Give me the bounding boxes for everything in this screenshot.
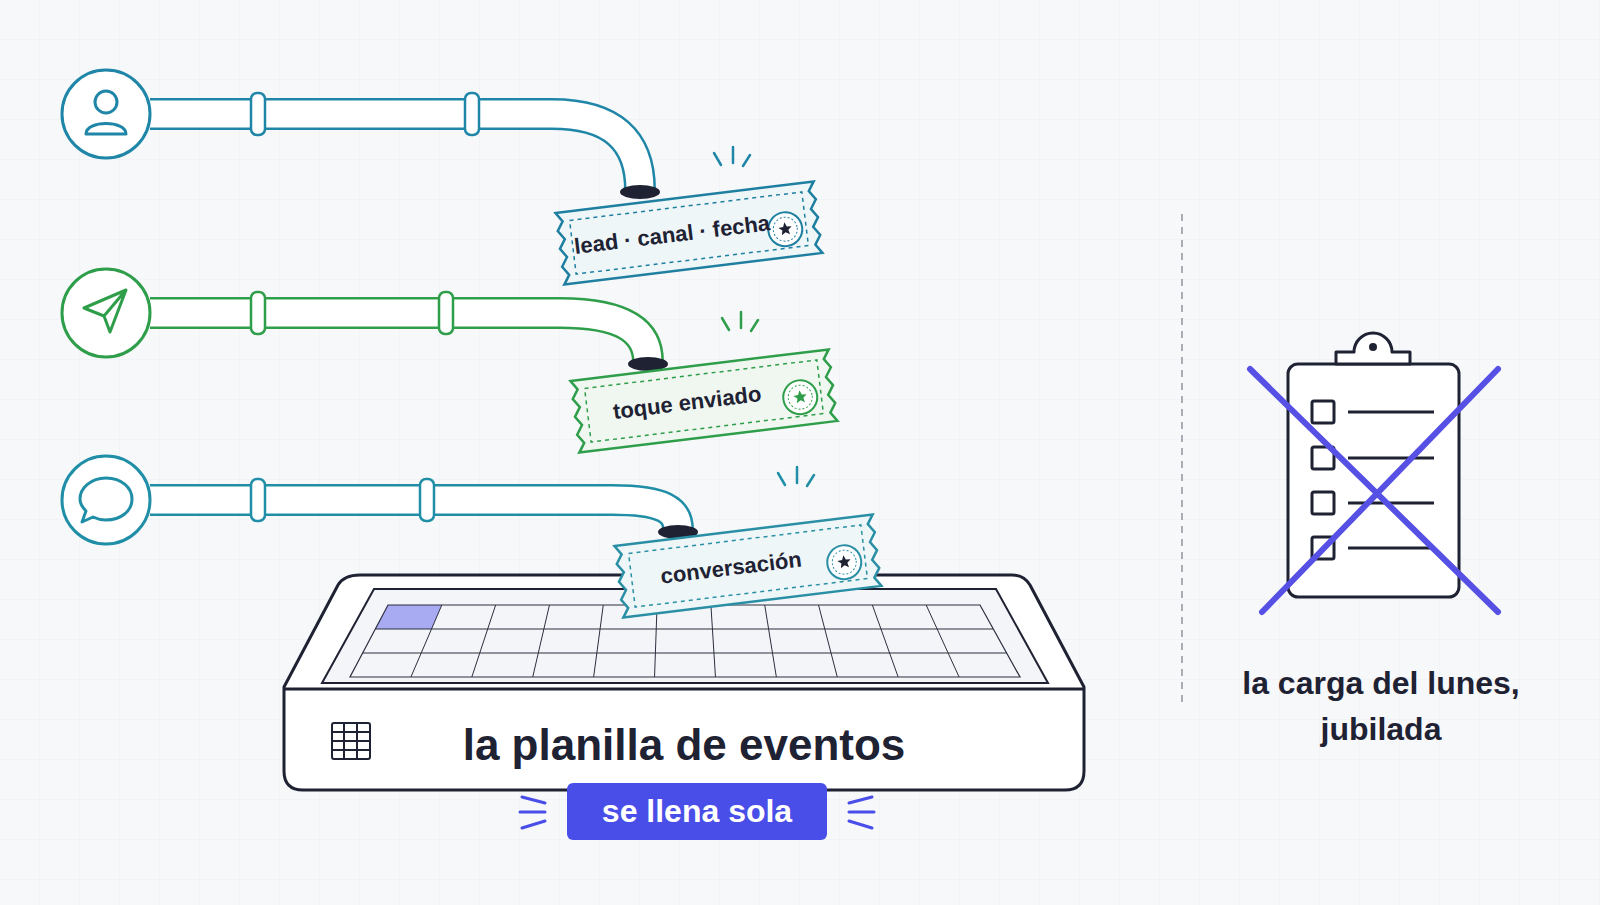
grid-line [350, 605, 1020, 677]
badge-rays [849, 821, 872, 828]
pipe [150, 500, 678, 530]
pipe [150, 479, 698, 539]
dashed-divider [1181, 214, 1183, 704]
pipe [251, 292, 265, 334]
table-icon [332, 731, 370, 733]
tray-title: la planilla de eventos [284, 715, 1084, 775]
table-icon [332, 740, 370, 742]
badge-rays [522, 797, 545, 803]
sparkle-marks [778, 473, 785, 485]
status-badge: se llena sola [567, 783, 827, 840]
pipe [150, 313, 648, 362]
sparkle-marks [732, 147, 735, 163]
sparkle-marks [778, 467, 814, 486]
grid-line [819, 605, 838, 677]
badge-fill [567, 783, 827, 840]
grid-line [375, 629, 993, 630]
chat-icon [62, 456, 150, 544]
pipe [150, 93, 660, 199]
badge-label: se llena sola [567, 783, 827, 840]
pipe [150, 114, 640, 190]
person-icon [95, 91, 117, 113]
cross-mark [1262, 369, 1498, 612]
sparkle-marks [722, 318, 729, 330]
pipe [150, 114, 640, 190]
grid-line [594, 605, 604, 677]
highlight-cell [375, 605, 441, 629]
chat-icon [80, 478, 132, 522]
person-icon [62, 70, 150, 158]
chat-icon [62, 456, 150, 544]
tray-body [284, 575, 1084, 790]
sparkle-marks [807, 475, 814, 486]
badge-rays [522, 821, 545, 828]
person-icon [86, 124, 126, 135]
pipe [465, 93, 479, 135]
tray-edge [284, 688, 1084, 691]
send-icon [84, 290, 126, 332]
stamp-circle [781, 378, 819, 416]
tray-inner-rim [322, 589, 1048, 683]
stamp-ring [772, 216, 799, 243]
sparkle-marks [751, 320, 758, 331]
stamp-star [837, 554, 852, 568]
badge-rays [849, 811, 874, 814]
clipboard-icon [1348, 457, 1434, 460]
grid-line [655, 605, 658, 677]
send-icon [62, 269, 150, 357]
pipe [620, 185, 660, 199]
ticket-outline [556, 181, 823, 284]
sparkle-marks [740, 312, 743, 328]
sparkle-marks [714, 147, 750, 166]
person-icon [62, 70, 150, 158]
stamp-circle [825, 543, 863, 581]
clipboard-icon [1369, 343, 1377, 351]
grid-line [533, 605, 550, 677]
grid-line [711, 605, 716, 677]
stamp-star [778, 221, 793, 235]
badge-rays [849, 797, 872, 803]
caption-note: la carga del lunes, jubilada [1216, 660, 1546, 752]
cross-mark [1250, 369, 1498, 612]
grid-line [765, 605, 777, 677]
clipboard-icon [1312, 401, 1334, 423]
stamp-circle [766, 210, 804, 248]
grid-line [926, 605, 959, 677]
send-icon [62, 269, 150, 357]
badge-rays [520, 811, 545, 814]
clipboard-icon [1336, 333, 1410, 364]
pipe [150, 500, 678, 530]
grid-line [411, 605, 442, 677]
pipe [439, 292, 453, 334]
pipe [150, 313, 648, 362]
sparkle-marks [714, 153, 721, 165]
table-icon [343, 723, 345, 759]
pipe [420, 479, 434, 521]
sparkle-marks [722, 312, 758, 331]
table-icon [332, 723, 370, 759]
table-icon [332, 723, 370, 759]
stamp-star [793, 389, 808, 403]
stamp-ring [787, 384, 814, 411]
pipe [150, 292, 668, 371]
pipe [251, 93, 265, 135]
grid-line [872, 605, 898, 677]
cross-mark [1250, 369, 1498, 612]
grid-line [472, 605, 496, 677]
sparkle-marks [796, 467, 799, 483]
sheet-grid [350, 605, 1020, 677]
stamp-ring [831, 549, 858, 576]
ticket-outline [571, 349, 838, 452]
clipboard-icon [1348, 547, 1434, 550]
pipe [251, 479, 265, 521]
clipboard-icon [1348, 411, 1434, 414]
clipboard-icon [1312, 492, 1334, 514]
table-icon [356, 723, 358, 759]
grid-line [363, 653, 1007, 654]
table-icon [332, 749, 370, 751]
sparkle-marks [743, 155, 750, 166]
